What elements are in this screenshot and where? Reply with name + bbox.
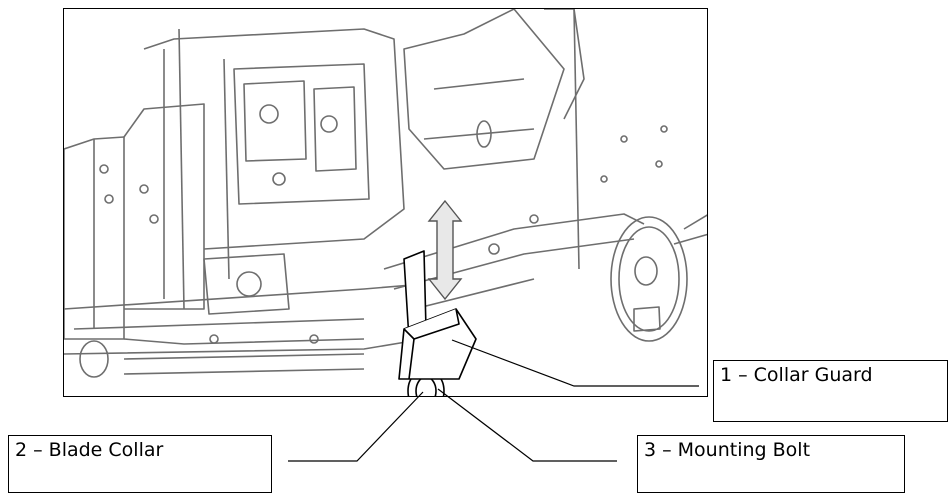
callout-collar-guard: 1 – Collar Guard — [713, 360, 948, 422]
callout-blade-collar: 2 – Blade Collar — [8, 435, 272, 493]
leader-line-3 — [437, 388, 617, 462]
movement-arrow — [427, 199, 463, 301]
callout-label: 2 – Blade Collar — [15, 439, 164, 461]
leader-line-1 — [451, 339, 699, 387]
callout-mounting-bolt: 3 – Mounting Bolt — [637, 435, 905, 493]
saw-drawing — [64, 9, 707, 396]
callout-label: 3 – Mounting Bolt — [644, 439, 811, 461]
leader-line-2 — [288, 391, 424, 462]
callout-label: 1 – Collar Guard — [720, 364, 873, 386]
machine-illustration — [63, 8, 708, 397]
